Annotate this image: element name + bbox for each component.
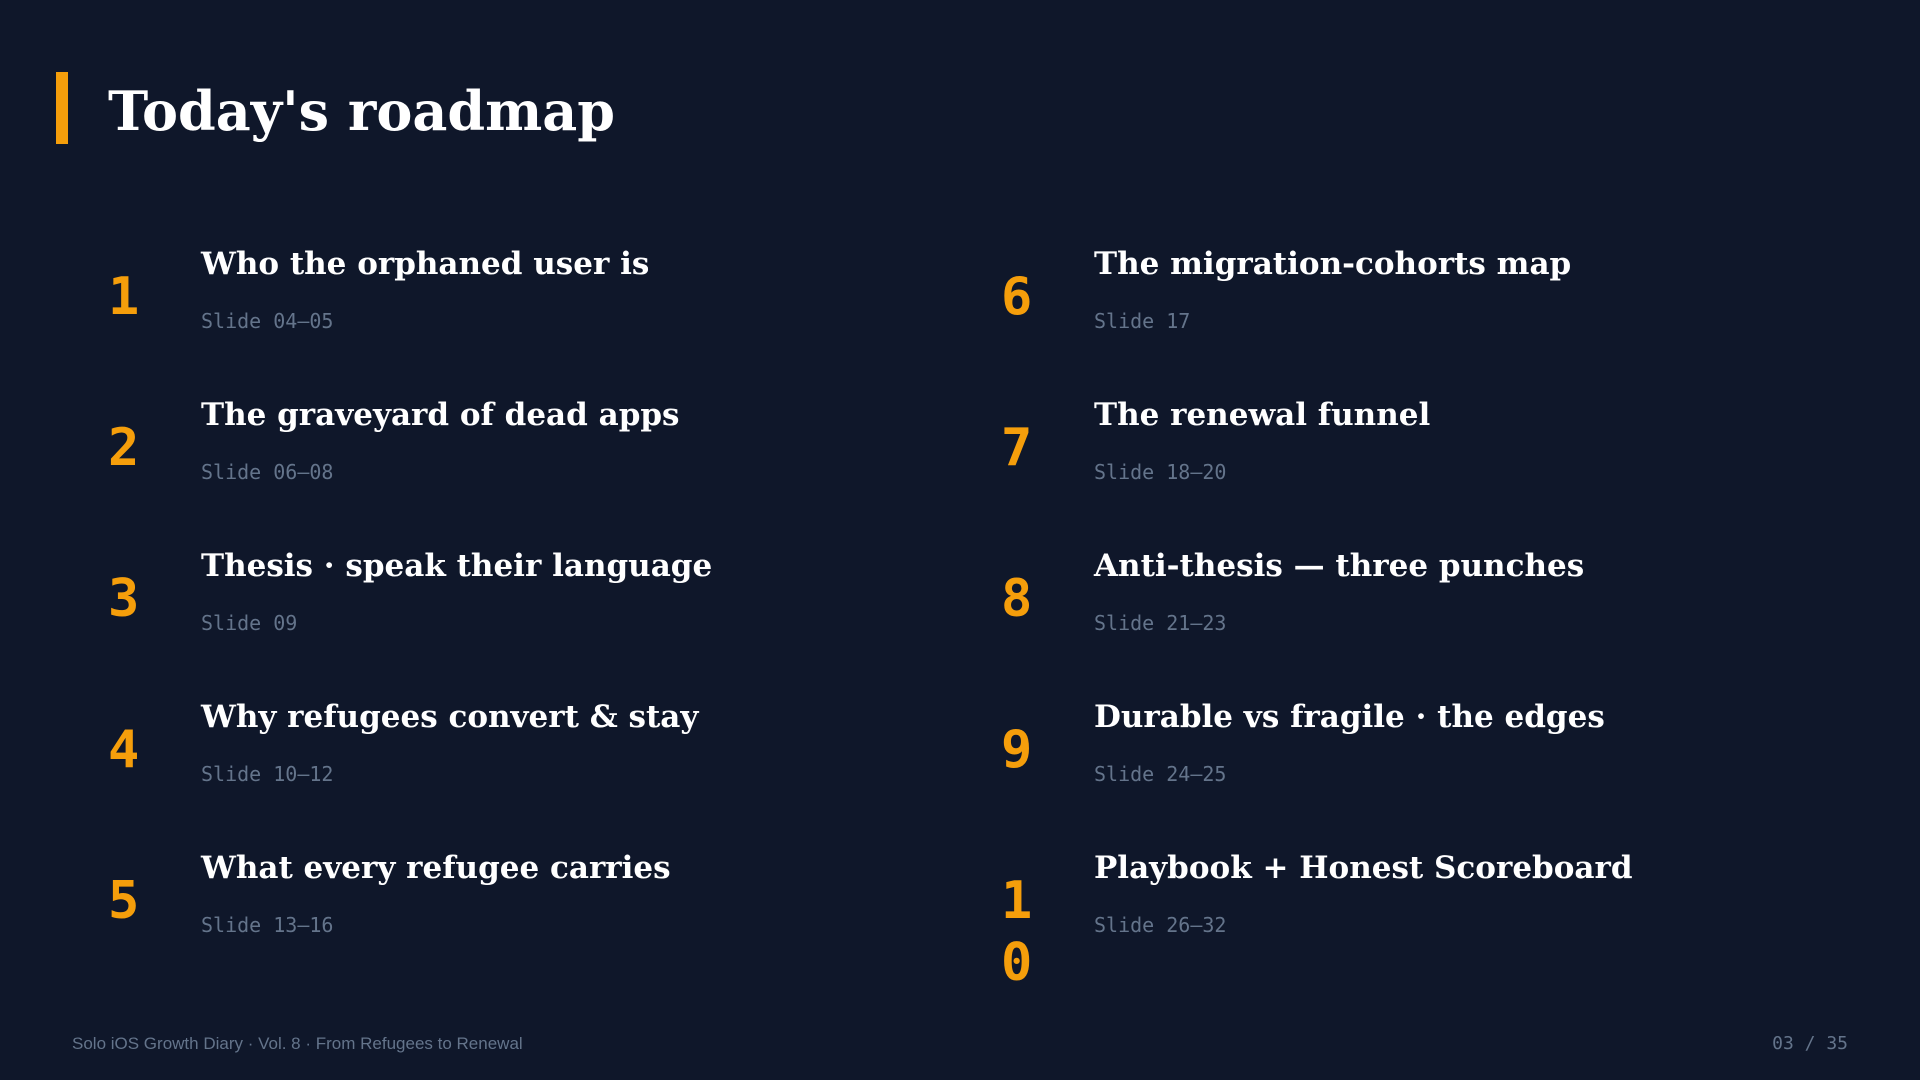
roadmap-item-slides: Slide 21–23 xyxy=(1094,611,1227,635)
roadmap-item-number: 1 xyxy=(108,267,140,327)
roadmap-item: 10 Playbook + Honest Scoreboard Slide 26… xyxy=(1001,844,1861,995)
roadmap-item-number: 4 xyxy=(108,720,140,780)
roadmap-item-slides: Slide 10–12 xyxy=(201,762,334,786)
roadmap-item-number: 9 xyxy=(1001,720,1033,780)
roadmap-item-slides: Slide 17 xyxy=(1094,309,1191,333)
roadmap-item: 6 The migration-cohorts map Slide 17 xyxy=(1001,240,1861,391)
roadmap-item: 5 What every refugee carries Slide 13–16 xyxy=(108,844,968,995)
roadmap-item-slides: Slide 09 xyxy=(201,611,298,635)
roadmap-item-slides: Slide 26–32 xyxy=(1094,913,1227,937)
roadmap-item: 8 Anti-thesis — three punches Slide 21–2… xyxy=(1001,542,1861,693)
footer-deck-title: Solo iOS Growth Diary · Vol. 8 · From Re… xyxy=(72,1034,523,1053)
roadmap-item-slides: Slide 06–08 xyxy=(201,460,334,484)
roadmap-item-title: The renewal funnel xyxy=(1094,397,1431,433)
roadmap-item-title: Playbook + Honest Scoreboard xyxy=(1094,850,1633,886)
roadmap-item-title: Anti-thesis — three punches xyxy=(1094,548,1585,584)
roadmap-item: 4 Why refugees convert & stay Slide 10–1… xyxy=(108,693,968,844)
roadmap-item-slides: Slide 24–25 xyxy=(1094,762,1227,786)
footer-page-indicator: 03 / 35 xyxy=(1772,1033,1848,1054)
roadmap-column-left: 1 Who the orphaned user is Slide 04–05 2… xyxy=(108,240,968,995)
roadmap-item-number: 6 xyxy=(1001,267,1033,327)
roadmap-item-number: 7 xyxy=(1001,418,1033,478)
roadmap-item-slides: Slide 04–05 xyxy=(201,309,334,333)
roadmap-item: 3 Thesis · speak their language Slide 09 xyxy=(108,542,968,693)
roadmap-column-right: 6 The migration-cohorts map Slide 17 7 T… xyxy=(1001,240,1861,995)
roadmap-item-slides: Slide 18–20 xyxy=(1094,460,1227,484)
roadmap-item: 9 Durable vs fragile · the edges Slide 2… xyxy=(1001,693,1861,844)
roadmap-item-number: 2 xyxy=(108,418,140,478)
roadmap-item-number: 3 xyxy=(108,569,140,629)
roadmap-item: 2 The graveyard of dead apps Slide 06–08 xyxy=(108,391,968,542)
roadmap-item: 1 Who the orphaned user is Slide 04–05 xyxy=(108,240,968,391)
roadmap-item-title: Who the orphaned user is xyxy=(201,246,650,282)
roadmap-item-title: The graveyard of dead apps xyxy=(201,397,680,433)
roadmap-item-title: The migration-cohorts map xyxy=(1094,246,1572,282)
roadmap-item-number: 8 xyxy=(1001,569,1033,629)
title-accent-bar xyxy=(56,72,68,144)
roadmap-item-number: 10 xyxy=(1001,871,1033,993)
page-title: Today's roadmap xyxy=(108,79,615,143)
roadmap-item-title: Durable vs fragile · the edges xyxy=(1094,699,1605,735)
roadmap-item-title: What every refugee carries xyxy=(201,850,671,886)
roadmap-item-slides: Slide 13–16 xyxy=(201,913,334,937)
roadmap-item-number: 5 xyxy=(108,871,140,931)
roadmap-item-title: Why refugees convert & stay xyxy=(201,699,699,735)
roadmap-item: 7 The renewal funnel Slide 18–20 xyxy=(1001,391,1861,542)
roadmap-item-title: Thesis · speak their language xyxy=(201,548,713,584)
